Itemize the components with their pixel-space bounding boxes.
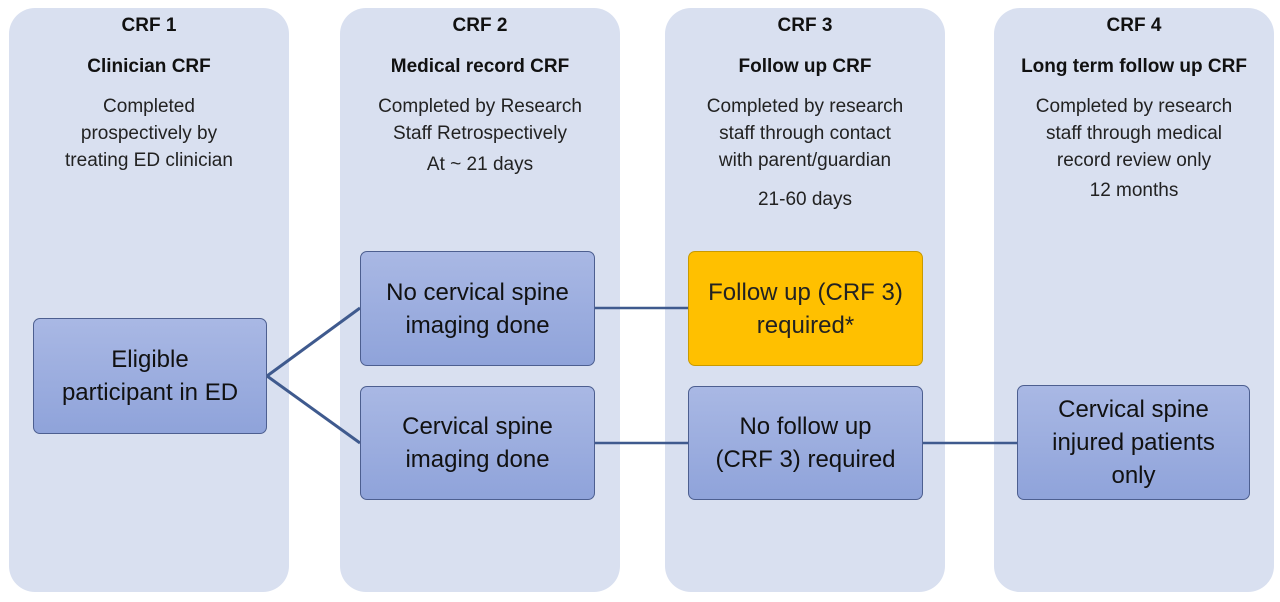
box-line: (CRF 3) required: [715, 446, 896, 473]
box-line: Cervical spine: [402, 413, 553, 440]
box-line: No cervical spine: [386, 278, 569, 306]
crf1-description-line: prospectively by: [80, 123, 218, 144]
imaging-done-box: Cervical spine imaging done: [360, 386, 595, 500]
connector-eligible-to-imaging: [266, 374, 361, 445]
crf1-description-line: Completed: [103, 96, 195, 117]
crf3-description: Completed by research staff through cont…: [665, 93, 945, 174]
crf4-name: Long term follow up CRF: [1021, 56, 1247, 77]
crf1-number: CRF 1: [121, 15, 177, 36]
crf3-name: Follow up CRF: [738, 56, 872, 77]
crf2-number: CRF 2: [452, 15, 508, 36]
crf4-number: CRF 4: [1106, 15, 1162, 36]
crf1-name: Clinician CRF: [87, 56, 211, 77]
crf2-description: Completed by Research Staff Retrospectiv…: [340, 93, 620, 147]
injured-patients-box: Cervical spine injured patients only: [1017, 385, 1250, 500]
crf2-timing: At ~ 21 days: [426, 154, 534, 175]
box-line: injured patients: [1052, 429, 1215, 456]
crf3-number: CRF 3: [777, 15, 833, 36]
eligible-participant-box: Eligible participant in ED: [33, 318, 267, 434]
no-follow-up-box: No follow up (CRF 3) required: [688, 386, 923, 500]
crf1-description-line: treating ED clinician: [65, 150, 233, 171]
crf3-description-line: with parent/guardian: [718, 150, 892, 171]
follow-up-required-box: Follow up (CRF 3) required*: [688, 251, 923, 366]
box-line: Follow up (CRF 3): [708, 278, 903, 306]
crf3-description-line: Completed by research: [706, 96, 904, 117]
crf2-name: Medical record CRF: [390, 56, 570, 77]
box-line: only: [1111, 462, 1156, 489]
no-imaging-box: No cervical spine imaging done: [360, 251, 595, 366]
crf3-timing: 21-60 days: [757, 189, 852, 210]
crf4-description: Completed by research staff through medi…: [994, 93, 1274, 174]
crf1-column: CRF 1 Clinician CRF Completed prospectiv…: [9, 8, 289, 592]
box-line: imaging done: [405, 311, 550, 339]
crf2-description-line: Staff Retrospectively: [393, 123, 567, 144]
crf4-timing: 12 months: [1089, 180, 1179, 201]
crf1-description: Completed prospectively by treating ED c…: [9, 93, 289, 174]
box-line: Eligible: [111, 346, 189, 373]
box-line: participant in ED: [61, 379, 239, 406]
crf4-description-line: Completed by research: [1035, 96, 1233, 117]
box-line: Cervical spine: [1058, 396, 1209, 423]
box-line: imaging done: [405, 446, 550, 473]
crf4-description-line: record review only: [1056, 150, 1212, 171]
crf2-description-line: Completed by Research: [378, 96, 582, 117]
box-line: required*: [756, 311, 855, 339]
box-line: No follow up: [739, 413, 872, 440]
crf3-description-line: staff through contact: [719, 123, 891, 144]
connector-eligible-to-no-imaging: [266, 306, 361, 378]
crf4-description-line: staff through medical: [1045, 123, 1223, 144]
